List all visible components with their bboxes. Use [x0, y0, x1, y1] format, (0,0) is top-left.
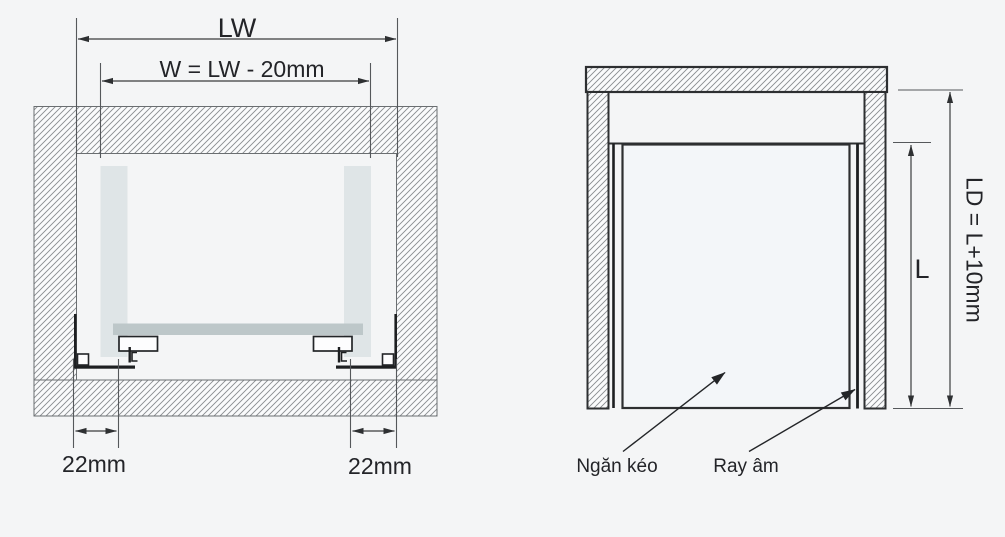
slide-profile-left-base	[74, 365, 135, 369]
dimension-22mm-left-label: 22mm	[62, 451, 126, 477]
slide-bracket-right	[312, 335, 353, 352]
dimension-gap-left: 22mm	[62, 359, 126, 477]
slide-hook-left	[131, 351, 138, 362]
slide-hook-stem-right	[337, 347, 341, 363]
drawer-body	[621, 143, 851, 410]
drawer-pointer-arrow	[622, 371, 726, 453]
front-view-diagram: LW W = LW - 20mm 22mm 22mm	[33, 13, 438, 479]
slide-profile-right-base	[336, 365, 397, 369]
slide-profile-left	[74, 314, 159, 369]
dimension-w-label: W = LW - 20mm	[159, 56, 324, 82]
dimension-gap-right: 22mm	[348, 359, 412, 479]
slide-profile-right-vertical	[394, 314, 397, 368]
drawer-bottom-board	[113, 323, 363, 335]
callout-rail: Ray âm	[713, 388, 856, 477]
cabinet-back-panel-hatched	[584, 65, 889, 94]
dimension-l-label: L	[914, 254, 929, 284]
slide-profile-right	[312, 314, 397, 369]
cabinet-frame-hatched	[33, 106, 438, 381]
dimension-inner-width: LW	[75, 13, 399, 157]
dimension-22mm-right-label: 22mm	[348, 453, 412, 479]
slide-bracket-left	[118, 335, 159, 352]
cabinet-bottom-panel-hatched	[33, 379, 438, 417]
slide-hook-right	[340, 351, 347, 362]
rail-pointer-arrow	[748, 388, 856, 453]
cabinet-side-right-hatched	[863, 91, 887, 410]
callout-drawer: Ngăn kéo	[576, 371, 726, 477]
slide-clip-right	[381, 353, 395, 366]
slide-clip-left	[76, 353, 90, 366]
dimension-cabinet-depth: LD = L+10mm	[893, 89, 988, 410]
dimension-ld-label: LD = L+10mm	[962, 177, 988, 323]
slide-profile-left-vertical	[74, 314, 77, 368]
dimension-rail-length: L	[893, 141, 931, 407]
rail-label: Ray âm	[713, 456, 778, 477]
cabinet-side-left-hatched	[586, 91, 610, 410]
drawer-label: Ngăn kéo	[576, 456, 657, 477]
dimension-lw-label: LW	[218, 13, 257, 43]
dimension-drawer-width: W = LW - 20mm	[99, 56, 372, 158]
slide-hook-stem-left	[128, 347, 131, 363]
top-view-diagram: LD = L+10mm L Ngăn kéo Ray âm	[576, 65, 988, 477]
